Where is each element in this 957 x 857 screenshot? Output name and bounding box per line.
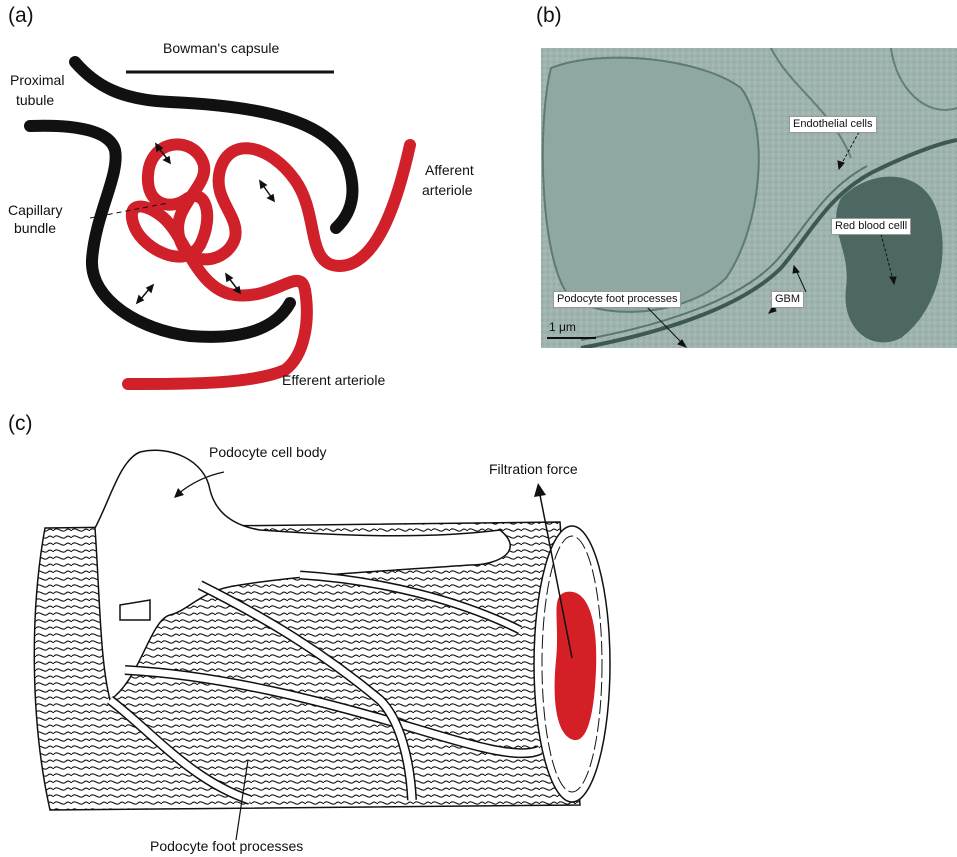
proximal-tubule-label-1: Proximal — [10, 72, 64, 89]
filtration-force-label: Filtration force — [489, 461, 578, 478]
panel-a: (a) Bowman's capsule Proximal tubule Cap… — [0, 0, 520, 400]
endothelial-cells-label: Endothelial cells — [789, 116, 877, 133]
capillary-bundle-label-2: bundle — [14, 220, 56, 237]
podocyte-foot-processes-label: Podocyte foot processes — [150, 838, 303, 855]
capillary-bundle-label-1: Capillary — [8, 202, 62, 219]
red-blood-cell-label: Red blood celll — [831, 218, 911, 235]
nephron-diagram — [0, 0, 520, 400]
podocyte-foot-processes-label-em: Podocyte foot processes — [553, 291, 681, 308]
panel-b: (b) — [520, 0, 957, 400]
capillary-cylinder-diagram — [0, 400, 957, 857]
panel-b-letter: (b) — [536, 4, 562, 28]
panel-c: (c) Podoc — [0, 400, 957, 857]
capillary-tangle — [128, 144, 410, 384]
electron-micrograph: Endothelial cells Red blood celll Podocy… — [541, 48, 957, 348]
red-blood-cell — [555, 592, 597, 740]
gbm-label: GBM — [771, 291, 804, 308]
afferent-arteriole-label-1: Afferent — [425, 162, 474, 179]
scale-label: 1 μm — [546, 320, 579, 335]
efferent-arteriole-label: Efferent arteriole — [282, 372, 385, 389]
bowmans-capsule-label: Bowman's capsule — [163, 40, 279, 57]
nucleus — [543, 58, 759, 312]
podocyte-cell-body-label: Podocyte cell body — [209, 444, 327, 461]
proximal-tubule-label-2: tubule — [16, 92, 54, 109]
afferent-arteriole-label-2: arteriole — [422, 182, 473, 199]
